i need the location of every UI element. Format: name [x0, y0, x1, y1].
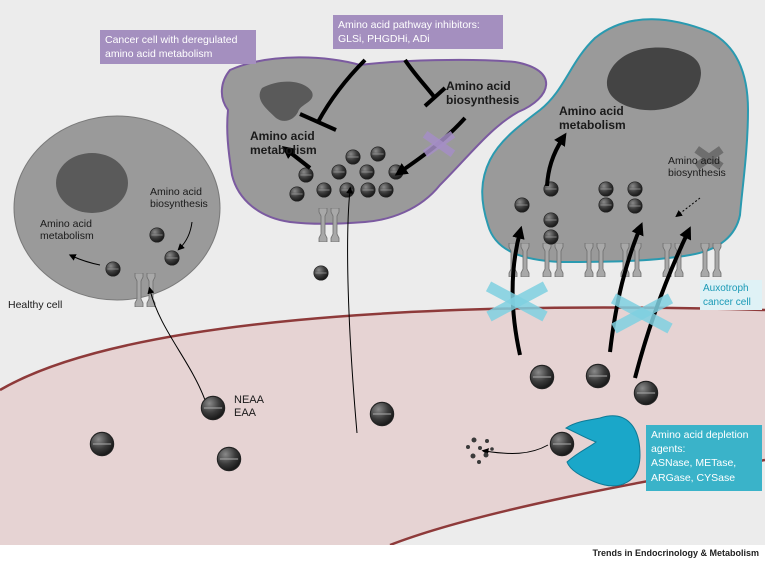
healthy-metabolism-arrow	[68, 254, 101, 266]
aa-molecule	[316, 182, 332, 198]
gray-blocked-x-mark	[694, 146, 724, 170]
aa-molecule	[359, 164, 375, 180]
aa-molecule	[331, 164, 347, 180]
aa-molecule	[627, 198, 643, 214]
aa-molecule	[369, 401, 395, 427]
healthy-cell-nucleus	[56, 153, 128, 213]
aa-molecule	[378, 182, 394, 198]
healthy-biosynthesis-arrow	[177, 221, 193, 251]
inhibitors-list: GLSi, PHGDHi, ADi	[338, 33, 430, 46]
healthy-metabolism-line-1: Amino acid	[40, 218, 92, 230]
degradation-arrow	[481, 444, 549, 456]
aa-molecule	[633, 380, 659, 406]
auxotroph-label-line-2: cancer cell	[703, 296, 751, 308]
aa-molecule	[339, 182, 355, 198]
inhibition-bars	[299, 58, 447, 132]
healthy-metabolism-label: Amino acid metabolism	[40, 218, 94, 242]
auxotroph-metabolism-arrow	[545, 132, 567, 187]
healthy-uptake-arrow	[147, 286, 206, 401]
aa-molecule	[627, 181, 643, 197]
cancer-metabolism-label: Amino acid metabolism	[250, 129, 317, 158]
aa-molecule	[543, 229, 559, 245]
purple-blocked-x-mark	[422, 130, 456, 158]
cancer-metabolism-line-2: metabolism	[250, 142, 317, 157]
aa-molecule	[105, 261, 121, 277]
aa-molecule	[89, 431, 115, 457]
aa-molecule	[360, 182, 376, 198]
depletion-enzyme-icon	[564, 415, 641, 487]
auxotroph-biosynthesis-arrow	[675, 197, 701, 218]
inhibitors-title: Amino acid pathway inhibitors:	[338, 19, 480, 31]
aa-molecule	[149, 227, 165, 243]
blue-blocked-x-mark	[610, 293, 674, 334]
footer-journal-credit: Trends in Endocrinology & Metabolism	[592, 548, 759, 558]
auxotroph-uptake-arrows	[510, 222, 692, 379]
auxotroph-cell-nucleus	[606, 47, 701, 111]
auxotroph-biosynthesis-line-2: biosynthesis	[668, 167, 726, 180]
auxotroph-metabolism-label: Amino acid metabolism	[559, 104, 626, 133]
aa-molecule	[313, 265, 329, 281]
blue-blocked-x-mark	[485, 281, 549, 322]
aa-molecule	[345, 149, 361, 165]
aa-molecule	[598, 197, 614, 213]
aa-molecule	[585, 363, 611, 389]
healthy-metabolism-line-2: metabolism	[40, 230, 94, 243]
cancer-biosynthesis-line-2: biosynthesis	[446, 92, 520, 107]
auxotroph-biosynthesis-line-1: Amino acid	[668, 155, 720, 167]
eaa-label: EAA	[234, 406, 257, 419]
auxotroph-metabolism-line-1: Amino acid	[559, 104, 624, 118]
cancer-biosynthesis-label: Amino acid biosynthesis	[446, 79, 520, 108]
aa-molecule	[598, 181, 614, 197]
inhibitors-box: Amino acid pathway inhibitors: GLSi, PHG…	[333, 15, 503, 49]
auxotroph-biosynthesis-label: Amino acid biosynthesis	[668, 155, 726, 179]
depletion-line-2: ARGase, CYSase	[651, 471, 736, 484]
auxotroph-label-line-1: Auxotroph	[703, 283, 749, 294]
degraded-fragments-icon	[466, 437, 494, 464]
aa-molecule	[164, 250, 180, 266]
healthy-biosynthesis-label: Amino acid biosynthesis	[150, 186, 208, 210]
cancer-cell-nucleus	[259, 81, 313, 121]
aa-molecule	[549, 431, 575, 457]
depletion-title: Amino acid depletion agents:	[651, 429, 749, 456]
cancer-metabolism-line-1: Amino acid	[250, 129, 315, 143]
cancer-cell-box: Cancer cell with deregulated amino acid …	[100, 30, 256, 64]
aa-molecule	[543, 212, 559, 228]
footer-strip	[0, 545, 765, 562]
aa-molecule	[289, 186, 305, 202]
aa-molecule	[370, 146, 386, 162]
auxotroph-label-box: Auxotroph cancer cell	[700, 280, 762, 310]
aa-molecule	[298, 167, 314, 183]
auxotroph-metabolism-line-2: metabolism	[559, 117, 626, 132]
cancer-uptake-arrow	[346, 186, 358, 434]
aa-molecule-neaa-eaa	[200, 395, 226, 421]
aa-molecule	[514, 197, 530, 213]
aa-molecule	[529, 364, 555, 390]
healthy-biosynthesis-line-1: Amino acid	[150, 186, 202, 198]
extracellular-space	[0, 307, 765, 545]
healthy-cell-label: Healthy cell	[8, 299, 63, 311]
depletion-line-1: ASNase, METase,	[651, 457, 737, 470]
neaa-label: NEAA	[234, 394, 264, 406]
aa-molecule	[216, 446, 242, 472]
cancer-metabolism-arrow	[281, 146, 312, 170]
healthy-biosynthesis-line-2: biosynthesis	[150, 198, 208, 211]
cancer-biosynthesis-line-1: Amino acid	[446, 79, 511, 93]
depletion-agents-box: Amino acid depletion agents: ASNase, MET…	[646, 425, 762, 491]
neaa-eaa-label: NEAA EAA	[234, 394, 264, 419]
